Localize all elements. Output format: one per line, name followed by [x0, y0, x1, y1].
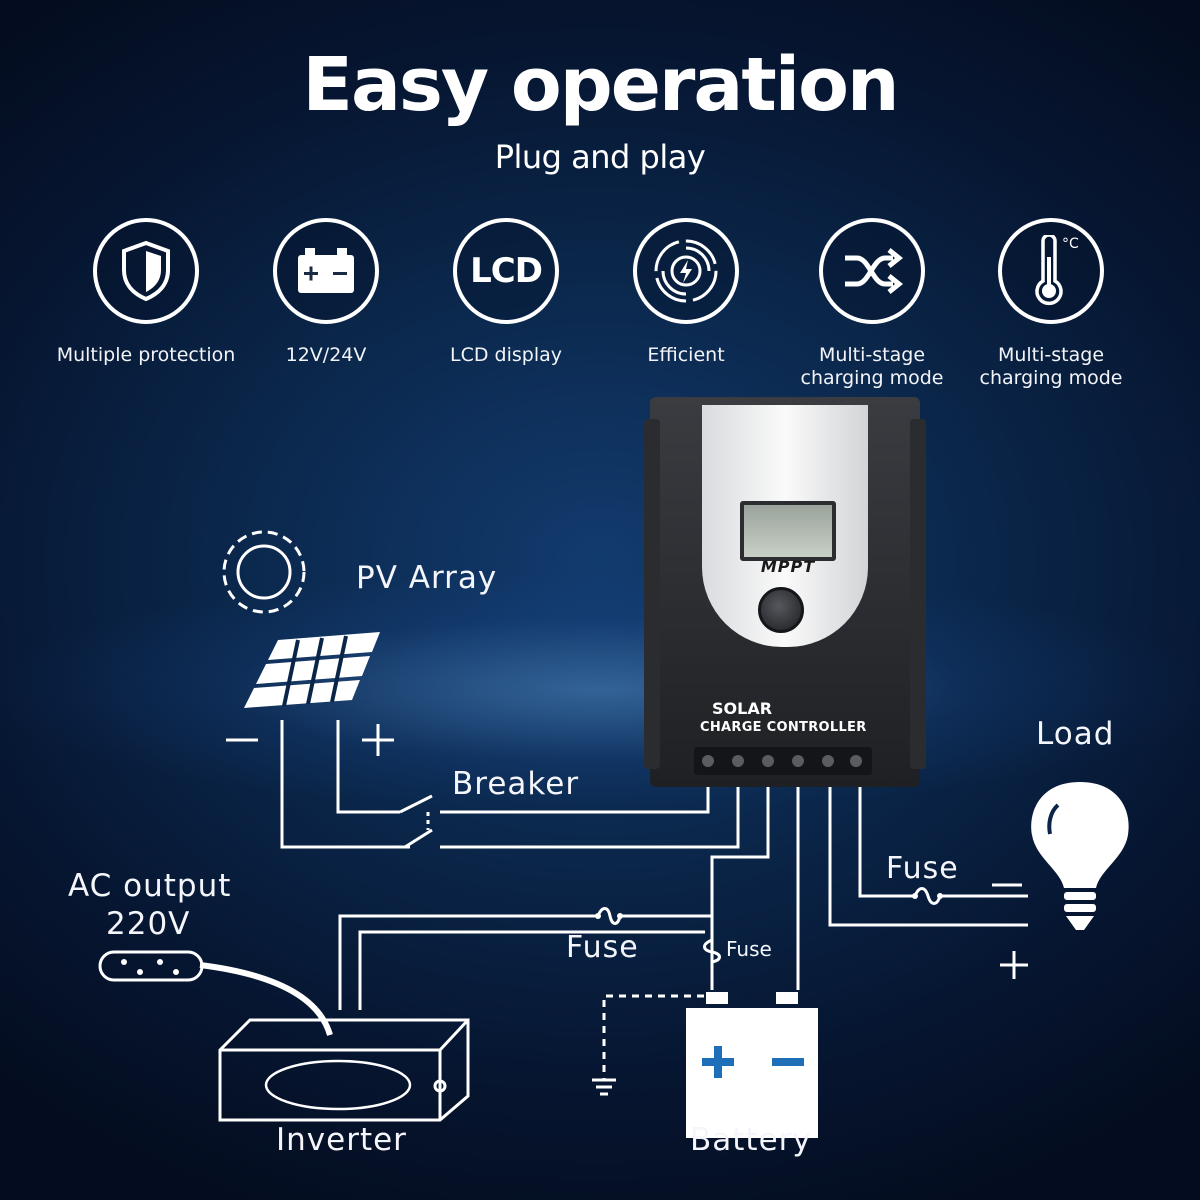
ac-plug — [98, 950, 204, 982]
inverter-label: Inverter — [276, 1122, 407, 1158]
horizon-glow — [0, 560, 1200, 820]
feature-multiple-protection: Multiple protection — [46, 218, 246, 367]
inverter-knob — [433, 1079, 447, 1093]
feature-lcd-display: LCD LCD display — [406, 218, 606, 367]
lcd-icon: LCD — [453, 218, 559, 324]
battery-icon — [273, 218, 379, 324]
feature-voltage: 12V/24V — [226, 218, 426, 367]
feature-multi-stage-2: °C Multi-stage charging mode — [951, 218, 1151, 390]
lcd-screen — [740, 501, 836, 561]
sun-rays — [222, 530, 306, 614]
ac-voltage-label: 220V — [106, 906, 191, 942]
solar-panel-icon — [244, 632, 380, 708]
inverter-wire-inner — [358, 930, 705, 1010]
controller-brand: MPPT — [760, 557, 816, 576]
breaker-label: Breaker — [452, 766, 580, 802]
feature-label: Efficient — [647, 344, 725, 366]
inverter-fan — [264, 1059, 412, 1111]
pv-positive-wire — [336, 720, 400, 814]
fuse-symbol-load — [913, 887, 942, 905]
ac-output-label: AC output — [68, 868, 232, 904]
feature-label: LCD display — [450, 344, 562, 366]
fuse-symbol-battery — [703, 938, 721, 964]
fuse-load-label: Fuse — [886, 851, 959, 886]
fuse-symbol-inverter — [596, 907, 622, 925]
terminal-block — [694, 747, 872, 775]
feature-label: Multi-stage charging mode — [979, 344, 1123, 389]
controller-name-line1: SOLAR — [712, 699, 773, 718]
terminal-screw — [822, 755, 834, 767]
controller-name-line2: CHARGE CONTROLLER — [700, 720, 867, 735]
feature-label: Multiple protection — [56, 344, 236, 366]
feature-efficient: Efficient — [586, 218, 786, 367]
inverter-box-edges — [220, 1018, 470, 1120]
page-title: Easy operation — [302, 42, 899, 128]
terminal-screw — [792, 755, 804, 767]
ground-symbol — [592, 1078, 616, 1096]
feature-label: 12V/24V — [285, 344, 367, 366]
terminal-screw — [732, 755, 744, 767]
inverter-box — [218, 1018, 470, 1122]
charge-controller-device: MPPT SOLAR CHARGE CONTROLLER — [644, 397, 926, 787]
ground-wire — [602, 994, 704, 1080]
breaker-out-bottom — [440, 786, 740, 849]
pv-negative-wire — [280, 720, 410, 849]
breaker-switch-bottom — [404, 828, 433, 849]
shield-icon — [93, 218, 199, 324]
shuffle-icon — [819, 218, 925, 324]
ac-cable — [199, 962, 333, 1036]
battery-negative-wire — [710, 786, 770, 990]
thermometer-icon: °C — [998, 218, 1104, 324]
efficiency-icon — [633, 218, 739, 324]
inverter-wire-outer — [338, 914, 598, 1010]
feature-multi-stage-1: Multi-stage charging mode — [772, 218, 972, 390]
breaker-switch-top — [399, 794, 433, 814]
fuse-battery-label: Fuse — [726, 937, 772, 961]
battery-label: Battery — [690, 1122, 812, 1158]
battery-symbol — [686, 992, 818, 1138]
light-bulb-icon — [1031, 782, 1129, 930]
terminal-screw — [850, 755, 862, 767]
page-subtitle: Plug and play — [494, 138, 706, 176]
controller-button[interactable] — [758, 587, 804, 633]
load-label: Load — [1036, 716, 1115, 752]
lcd-icon-text: LCD — [470, 251, 543, 291]
terminal-screw — [702, 755, 714, 767]
load-positive-wire — [828, 786, 1028, 927]
terminal-screw — [762, 755, 774, 767]
fuse-inverter-label: Fuse — [566, 930, 639, 965]
load-negative-wire — [858, 786, 915, 898]
pv-array-label: PV Array — [356, 560, 498, 596]
feature-label: Multi-stage charging mode — [800, 344, 944, 389]
celsius-label: °C — [1062, 236, 1079, 252]
breaker-out-top — [440, 786, 710, 814]
sun-core — [236, 544, 292, 600]
